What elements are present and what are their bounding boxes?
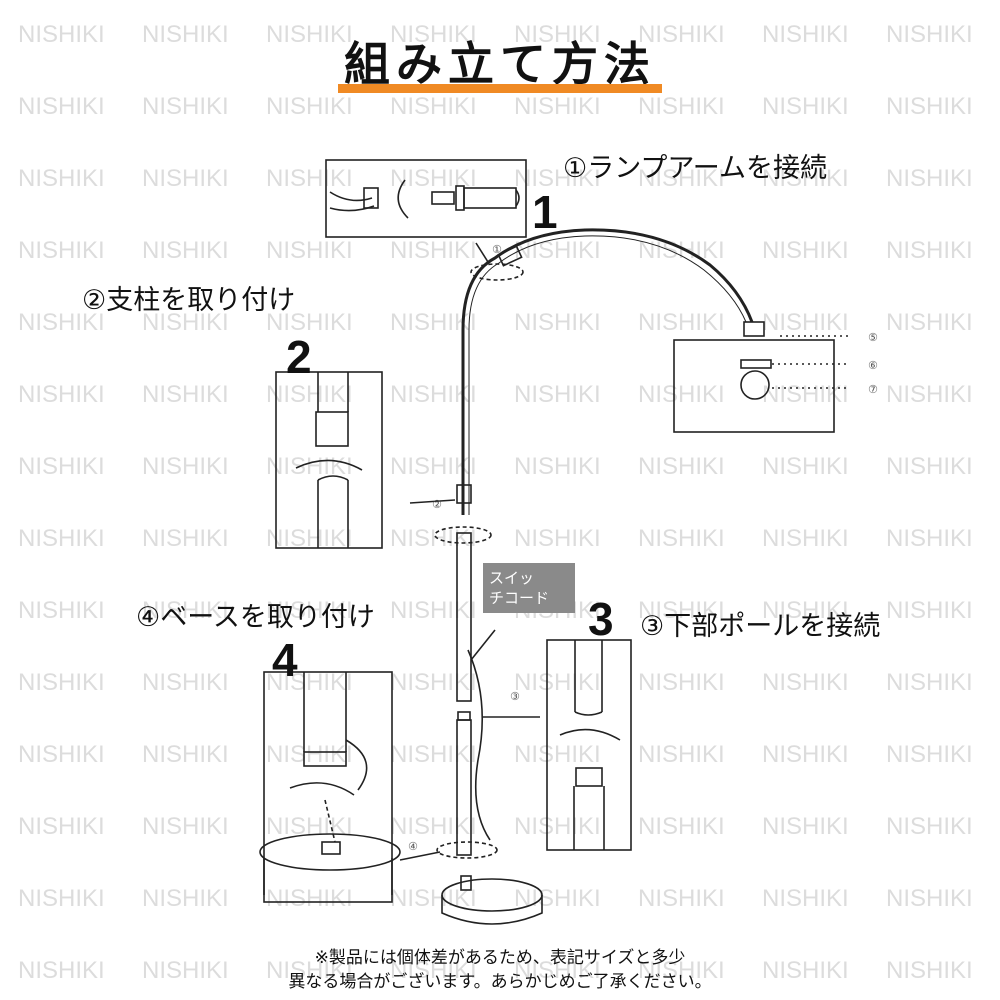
marker-2: ② — [432, 498, 442, 511]
detail-box-4 — [263, 671, 393, 903]
step-1-number: 1 — [532, 186, 558, 238]
detail-box-1 — [325, 159, 527, 238]
step-2-number: 2 — [286, 331, 312, 383]
step-4-label: ④ベースを取り付け — [136, 602, 375, 633]
marker-5: ⑤ — [868, 331, 878, 344]
title-underline — [338, 84, 662, 93]
switch-cord-tag: スイッ チコード — [483, 563, 575, 613]
step-3-label: ③下部ポールを接続 — [640, 611, 881, 642]
step-3-number: 3 — [588, 593, 614, 645]
marker-1: ① — [492, 243, 502, 256]
step-4-number: 4 — [272, 634, 298, 686]
marker-4: ④ — [408, 840, 418, 853]
marker-7: ⑦ — [868, 383, 878, 396]
marker-3: ③ — [510, 690, 520, 703]
step-2-label: ②支柱を取り付け — [82, 285, 296, 316]
note-line-2: 異なる場合がございます。あらかじめご了承ください。 — [288, 972, 712, 992]
switch-cord-label-1: スイッ — [489, 569, 535, 587]
detail-box-3 — [546, 639, 632, 851]
page-title: 組み立て方法 — [344, 37, 656, 91]
step-1-label: ①ランプアームを接続 — [563, 153, 827, 184]
marker-6: ⑥ — [868, 359, 878, 372]
note-line-1: ※製品には個体差があるため、表記サイズと多少 — [314, 948, 686, 968]
detail-box-2 — [275, 371, 383, 549]
switch-cord-label-2: チコード — [489, 589, 550, 607]
